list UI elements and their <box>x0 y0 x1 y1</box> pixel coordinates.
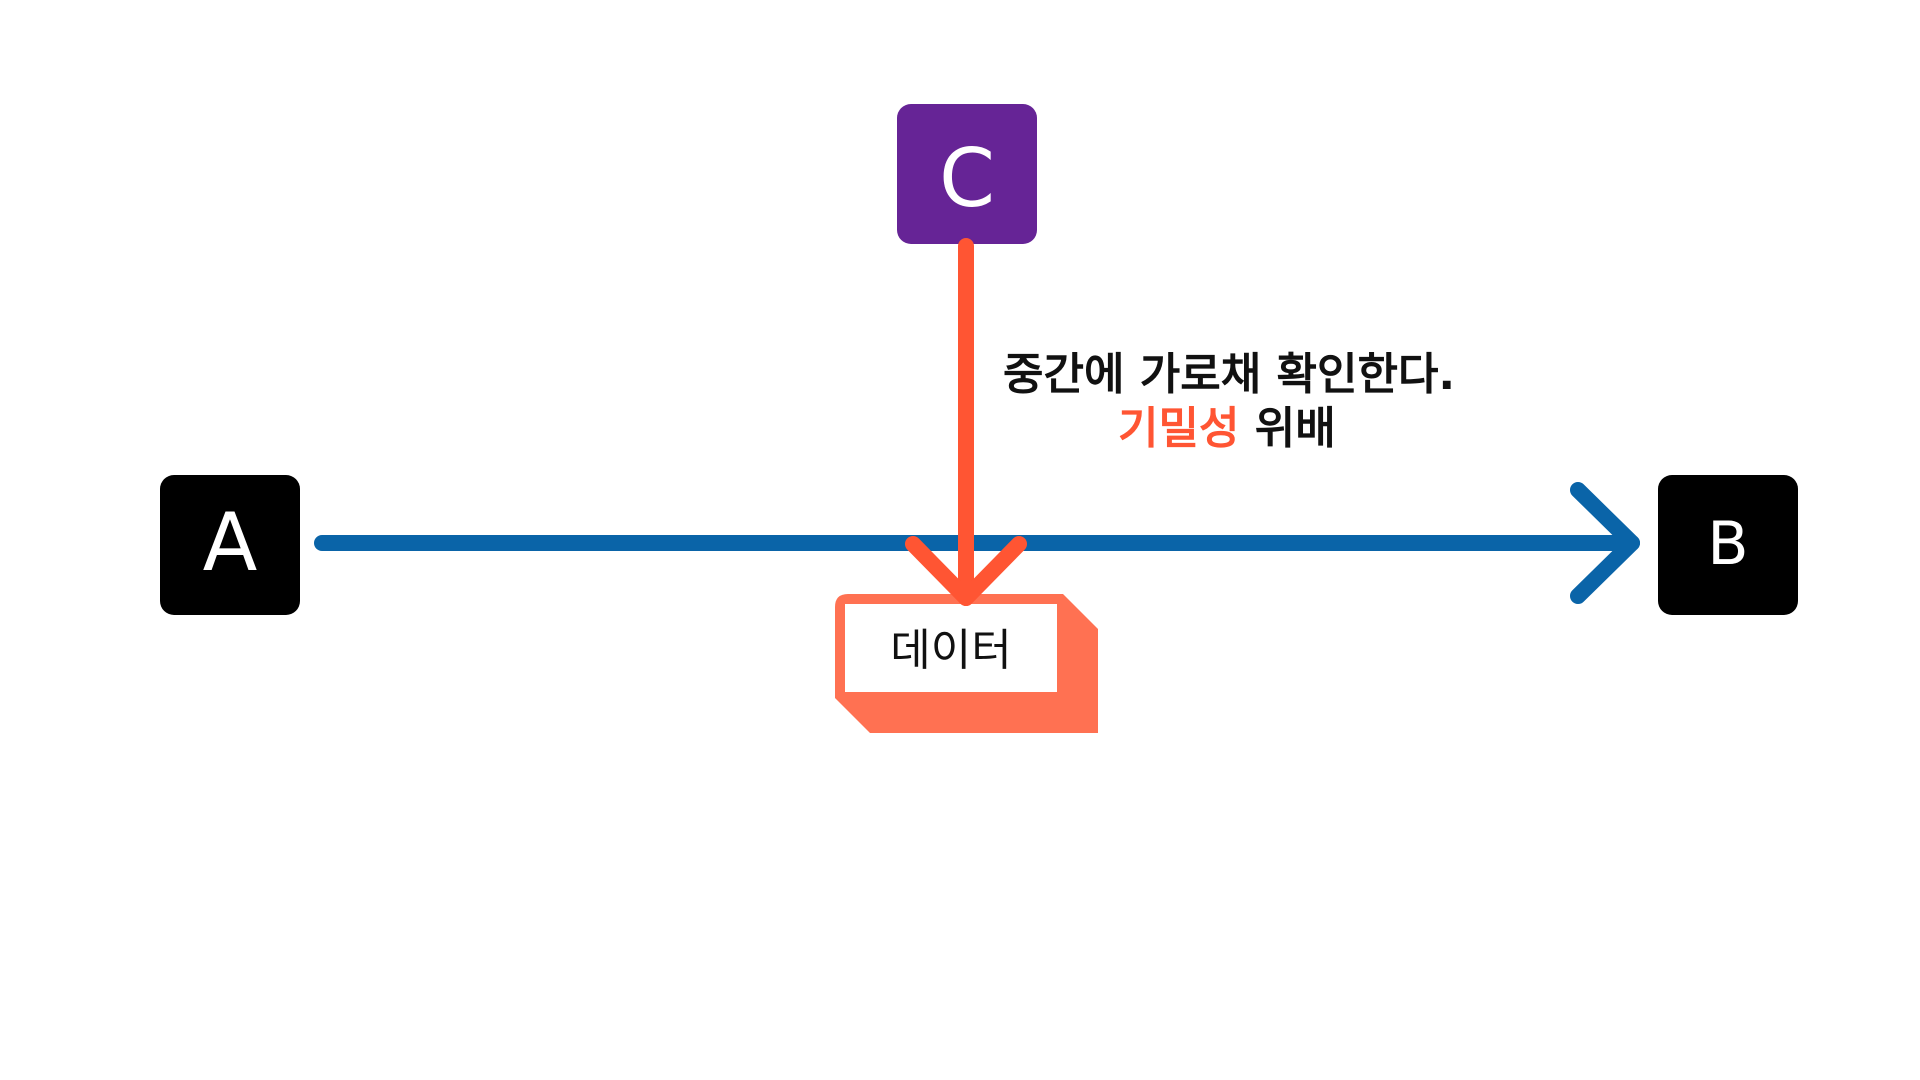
node-c-label: C <box>939 132 995 225</box>
arrow-c-to-packet-head <box>905 536 1027 606</box>
caption: 중간에 가로채 확인한다. 기밀성 위배 <box>1003 349 1455 454</box>
arrow-c-to-packet <box>905 238 1027 606</box>
data-packet-label: 데이터 <box>890 625 1011 676</box>
node-a-label: A <box>203 496 258 589</box>
node-a-box <box>160 475 300 615</box>
caption-line-2: 기밀성 위배 <box>1118 403 1336 454</box>
node-b-box <box>1658 475 1798 615</box>
node-a: A <box>160 475 300 615</box>
arrow-a-to-b <box>314 482 1640 604</box>
caption-line-1: 중간에 가로채 확인한다. <box>1003 349 1455 400</box>
node-b: B <box>1658 475 1798 615</box>
node-c-box <box>897 104 1037 244</box>
caption-highlight: 기밀성 <box>1118 403 1239 454</box>
data-packet: 데이터 <box>835 594 1098 733</box>
node-c: C <box>897 104 1037 244</box>
caption-rest: 위배 <box>1239 403 1335 454</box>
node-b-label: B <box>1707 509 1748 579</box>
data-packet-inner <box>845 604 1057 692</box>
arrow-a-to-b-head <box>1570 482 1640 604</box>
